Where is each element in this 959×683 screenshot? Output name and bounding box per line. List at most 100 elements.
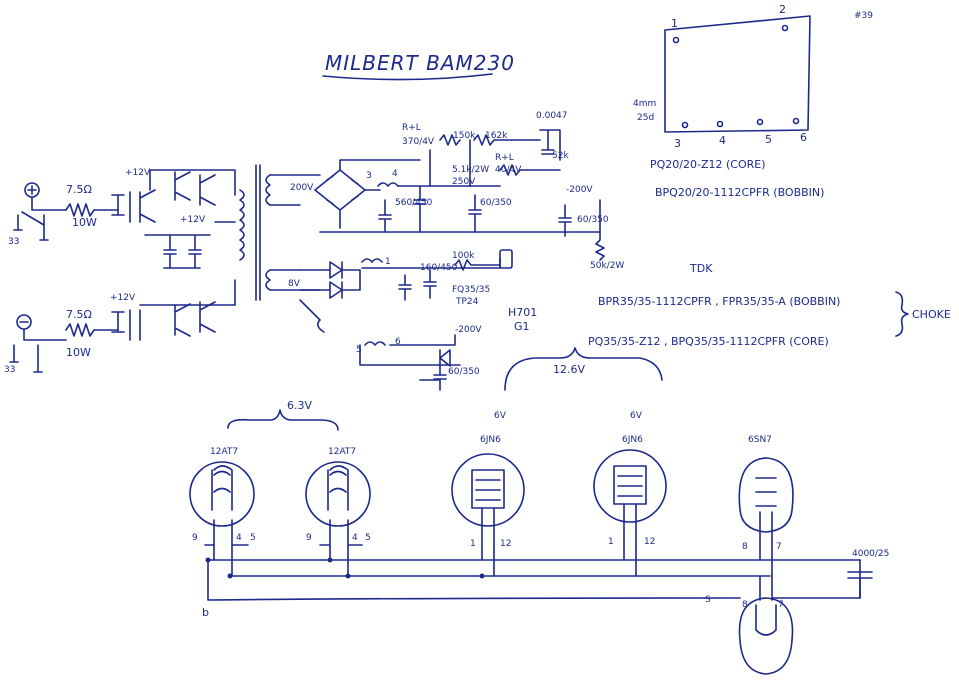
- schematic-title: MILBERT BAM230: [325, 51, 515, 75]
- rl-top-label: R+L: [402, 123, 421, 133]
- tube-1-pin-4: 4: [236, 533, 242, 543]
- link-mark: S: [705, 595, 711, 605]
- winding-label-6: 6: [395, 337, 401, 347]
- v-minus200-a: -200V: [566, 185, 593, 195]
- tube-2-pin-4: 4: [352, 533, 358, 543]
- cap-160: 160/450: [420, 263, 458, 273]
- tube-1-pin-5: 5: [250, 533, 256, 543]
- v-plus12-a: +12V: [125, 168, 151, 178]
- core-pin-3: 3: [674, 137, 681, 150]
- input-cap-bank: [144, 234, 211, 269]
- main-transformer: [239, 164, 321, 301]
- core-side-note: 4mm: [633, 99, 656, 109]
- hv-filter: [319, 129, 605, 261]
- core-pin-4: 4: [719, 134, 726, 147]
- rl-top-value: 370/4V: [402, 137, 435, 147]
- psu-input-positive: [13, 182, 119, 241]
- tube-12at7-2: [305, 461, 371, 546]
- core-pin-5: 5: [765, 133, 772, 146]
- core-pin-6: 6: [800, 131, 807, 144]
- input-neg-watt: 10W: [66, 346, 91, 359]
- tdk-line-1: BPR35/35-1112CPFR , FPR35/35-A (BOBBIN): [598, 295, 840, 308]
- tube-4-type: 6JN6: [622, 435, 643, 445]
- heater-wiring: [205, 539, 873, 601]
- tdk-line-2: PQ35/35-Z12 , BPQ35/35-1112CPFR (CORE): [588, 335, 829, 348]
- bottom-tube-pin-7: 7: [778, 600, 784, 610]
- v-minus200-b: -200V: [455, 325, 482, 335]
- r-100k: 100k: [452, 251, 475, 261]
- winding-200v: 200V: [290, 183, 314, 193]
- tube-6jn6-2: [593, 449, 667, 546]
- filter-cap-label: 4000/25: [852, 549, 889, 559]
- cap-60-350-b: 60/350: [480, 198, 512, 208]
- tdk-heading: TDK: [689, 262, 713, 275]
- rl-mid-label: R+L: [495, 153, 514, 163]
- brace-12v6: [504, 347, 663, 391]
- tube-1-type: 12AT7: [210, 447, 238, 457]
- bridge-rectifier: [314, 159, 421, 229]
- tube-5-pin-7: 7: [776, 542, 782, 552]
- h701-label: H701: [508, 306, 537, 319]
- tube-bottom: [738, 597, 794, 675]
- fq-part-2: TP24: [455, 297, 479, 307]
- cap-0047: 0.0047: [536, 111, 568, 121]
- winding-label-4: 4: [392, 169, 398, 179]
- core-side-note-2: 25d: [637, 113, 654, 123]
- sheet-number: #39: [854, 11, 873, 21]
- input-neg-resistor: 7.5Ω: [66, 308, 92, 321]
- brace-6v3: [227, 409, 339, 431]
- tube-6jn6-1: [451, 453, 525, 546]
- winding-label-3: 3: [366, 171, 372, 181]
- input-pos-resistor: 7.5Ω: [66, 183, 92, 196]
- g1-label: G1: [514, 320, 530, 333]
- core-pin-2: 2: [779, 3, 786, 16]
- driver-transistors-top: [111, 169, 236, 223]
- tube-3-type: 6JN6: [480, 435, 501, 445]
- tube-3-pin-1: 1: [470, 539, 476, 549]
- tube-5-type: 6SN7: [748, 435, 772, 445]
- input-neg-cap: 33: [4, 365, 15, 375]
- r-50k: 50k/2W: [590, 261, 624, 271]
- tube-3-voltage: 6V: [494, 411, 507, 421]
- tube-4-pin-12: 12: [644, 537, 655, 547]
- driver-transistors-bottom: [111, 279, 236, 341]
- group-12v6-label: 12.6V: [553, 363, 585, 376]
- input-pos-watt: 10W: [72, 216, 97, 229]
- input-pos-cap: 33: [8, 237, 19, 247]
- choke-brace: [895, 291, 909, 337]
- tube-3-pin-12: 12: [500, 539, 511, 549]
- bias-supply: [299, 249, 513, 333]
- tube-4-voltage: 6V: [630, 411, 643, 421]
- cap-60-350-a: 60/350: [577, 215, 609, 225]
- winding-label-1: 1: [385, 257, 391, 267]
- bottom-tube-pin-8: 8: [742, 600, 748, 610]
- psu-input-negative: [9, 314, 119, 373]
- choke-label: CHOKE: [912, 308, 951, 321]
- cap-560: 560/450: [395, 198, 433, 208]
- r-250v: 250V: [452, 177, 476, 187]
- core-line-2: BPQ20/20-1112CPFR (BOBBIN): [655, 186, 824, 199]
- core-pin-1: 1: [671, 17, 678, 30]
- node-b-label: b: [202, 606, 209, 619]
- cap-60-350-c: 60/350: [448, 367, 480, 377]
- r-5p1k: 5.1k/2W: [452, 165, 489, 175]
- r-52k: 52k: [552, 151, 569, 161]
- tube-2-pin-9: 9: [306, 533, 312, 543]
- r-150k: 150k: [453, 131, 476, 141]
- rl-mid-value: 40/4V: [495, 165, 522, 175]
- tube-2-pin-5: 5: [365, 533, 371, 543]
- winding-label-5: 5: [356, 345, 362, 355]
- title-underline: [322, 73, 493, 81]
- tube-12at7-1: [189, 461, 255, 546]
- negative-supply: [359, 334, 461, 391]
- tube-6sn7: [738, 457, 794, 541]
- r-162k: 162k: [485, 131, 508, 141]
- core-pinout-diagram: 1 2 3 4 5 6 4mm 25d: [633, 3, 811, 150]
- v-plus12-b: +12V: [180, 215, 206, 225]
- core-line-1: PQ20/20-Z12 (CORE): [650, 158, 766, 171]
- group-6v3-label: 6.3V: [287, 399, 312, 412]
- v-plus12-c: +12V: [110, 293, 136, 303]
- tube-1-pin-9: 9: [192, 533, 198, 543]
- tube-2-type: 12AT7: [328, 447, 356, 457]
